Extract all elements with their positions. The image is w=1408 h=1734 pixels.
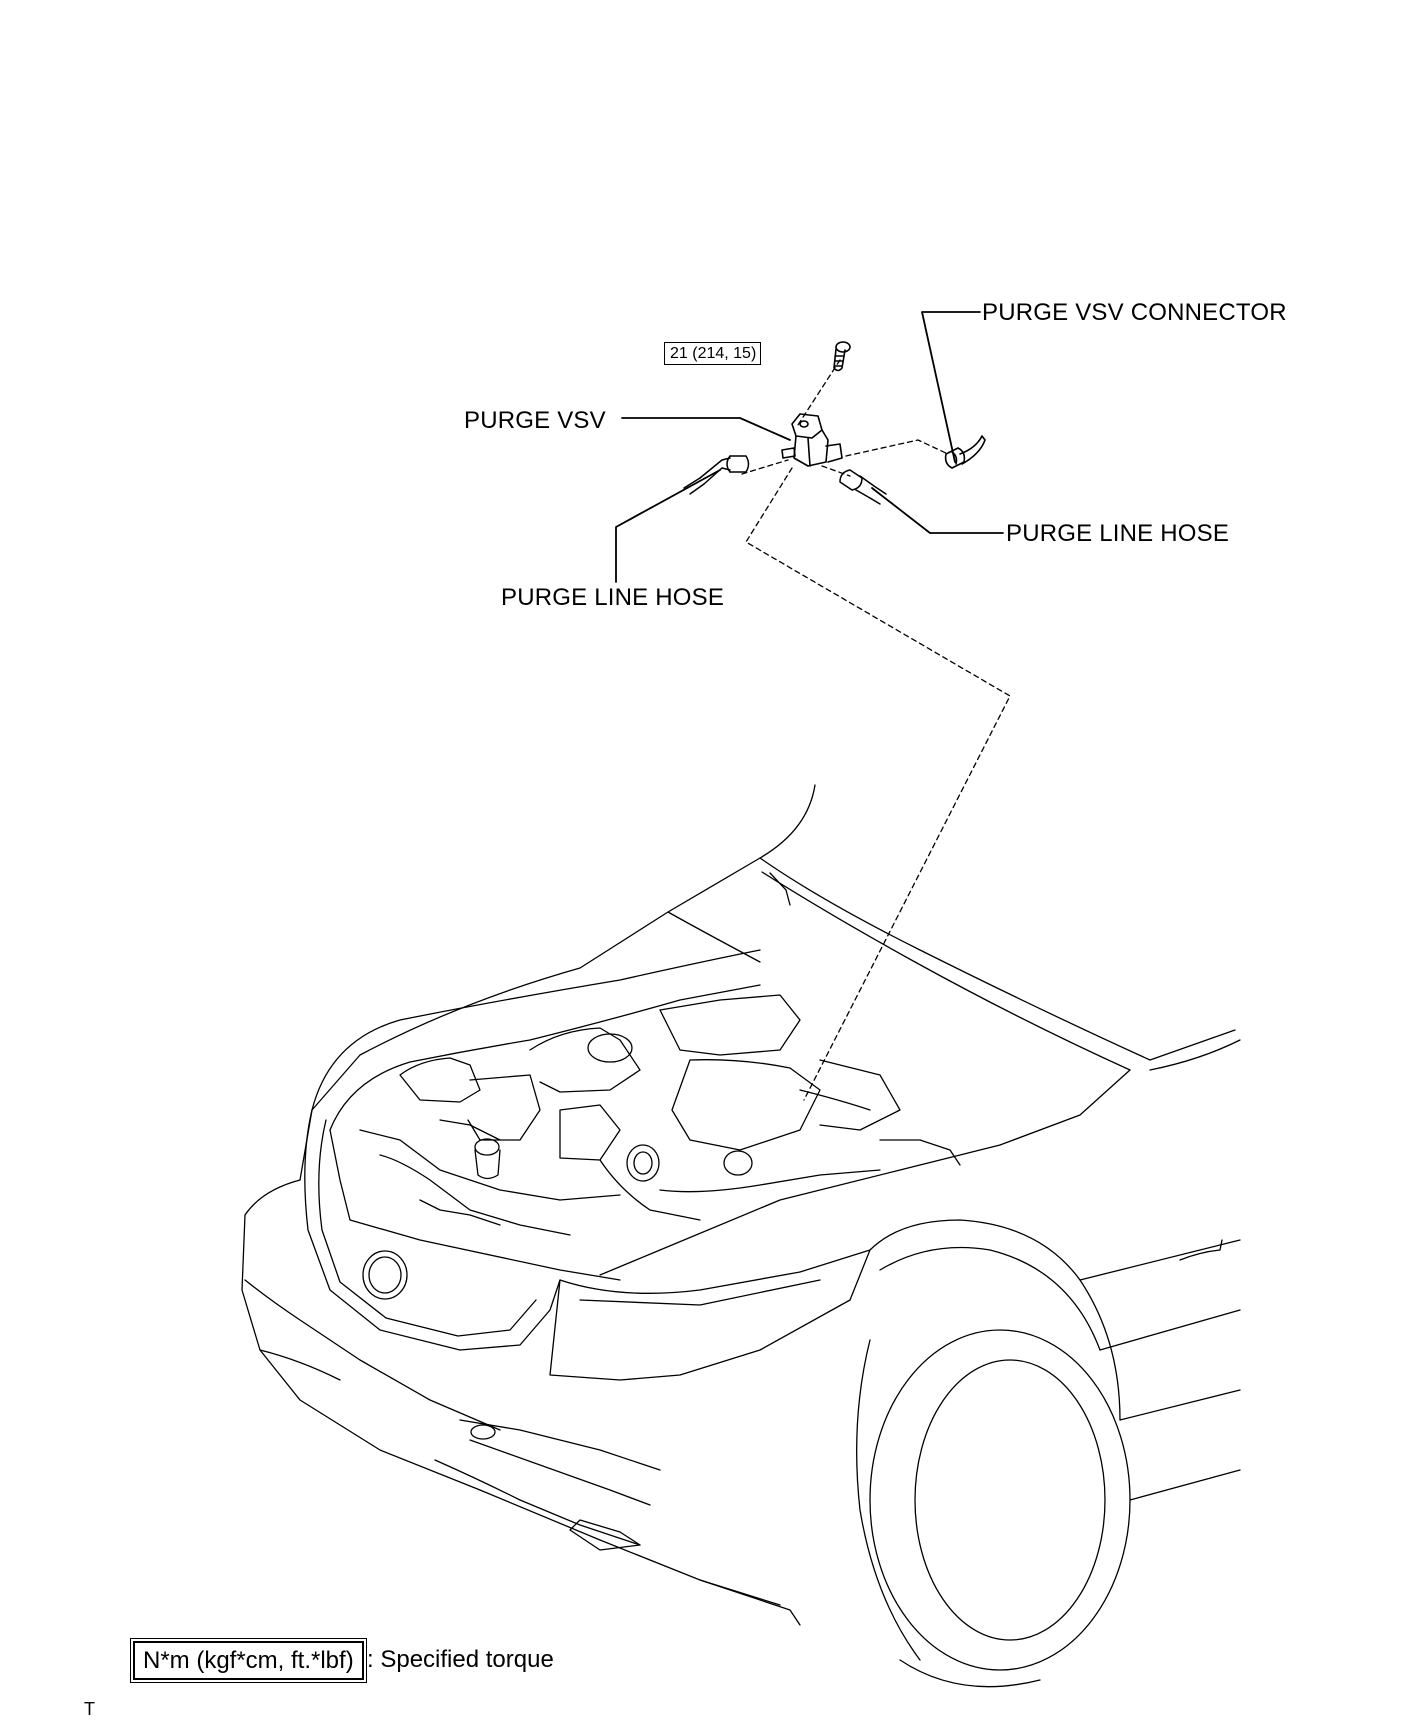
leader-purge-vsv xyxy=(621,417,791,441)
leader-lines xyxy=(615,311,1004,583)
label-purge-line-hose-right: PURGE LINE HOSE xyxy=(1006,520,1230,547)
leader-purge-line-hose-right xyxy=(871,487,1004,534)
vehicle-outline xyxy=(241,784,1241,1688)
label-purge-vsv: PURGE VSV xyxy=(464,407,606,434)
legend-unit-box: N*m (kgf*cm, ft.*lbf) xyxy=(130,1638,367,1683)
torque-value-box: 21 (214, 15) xyxy=(664,342,762,365)
leader-purge-line-hose-left xyxy=(615,469,721,583)
label-purge-vsv-connector: PURGE VSV CONNECTOR xyxy=(982,299,1287,326)
purge-vsv-connector-icon xyxy=(944,435,986,469)
assembly-dashed-lines xyxy=(741,359,1011,1101)
legend-description: : Specified torque xyxy=(367,1646,554,1673)
purge-line-hose-right-icon xyxy=(839,469,887,505)
footer-code: T xyxy=(84,1699,95,1719)
bolt-icon xyxy=(833,341,851,372)
purge-vsv-icon xyxy=(781,413,843,467)
purge-line-hose-left-icon xyxy=(683,455,750,495)
label-purge-line-hose-left: PURGE LINE HOSE xyxy=(501,584,725,611)
leader-purge-vsv-connector xyxy=(921,311,981,463)
